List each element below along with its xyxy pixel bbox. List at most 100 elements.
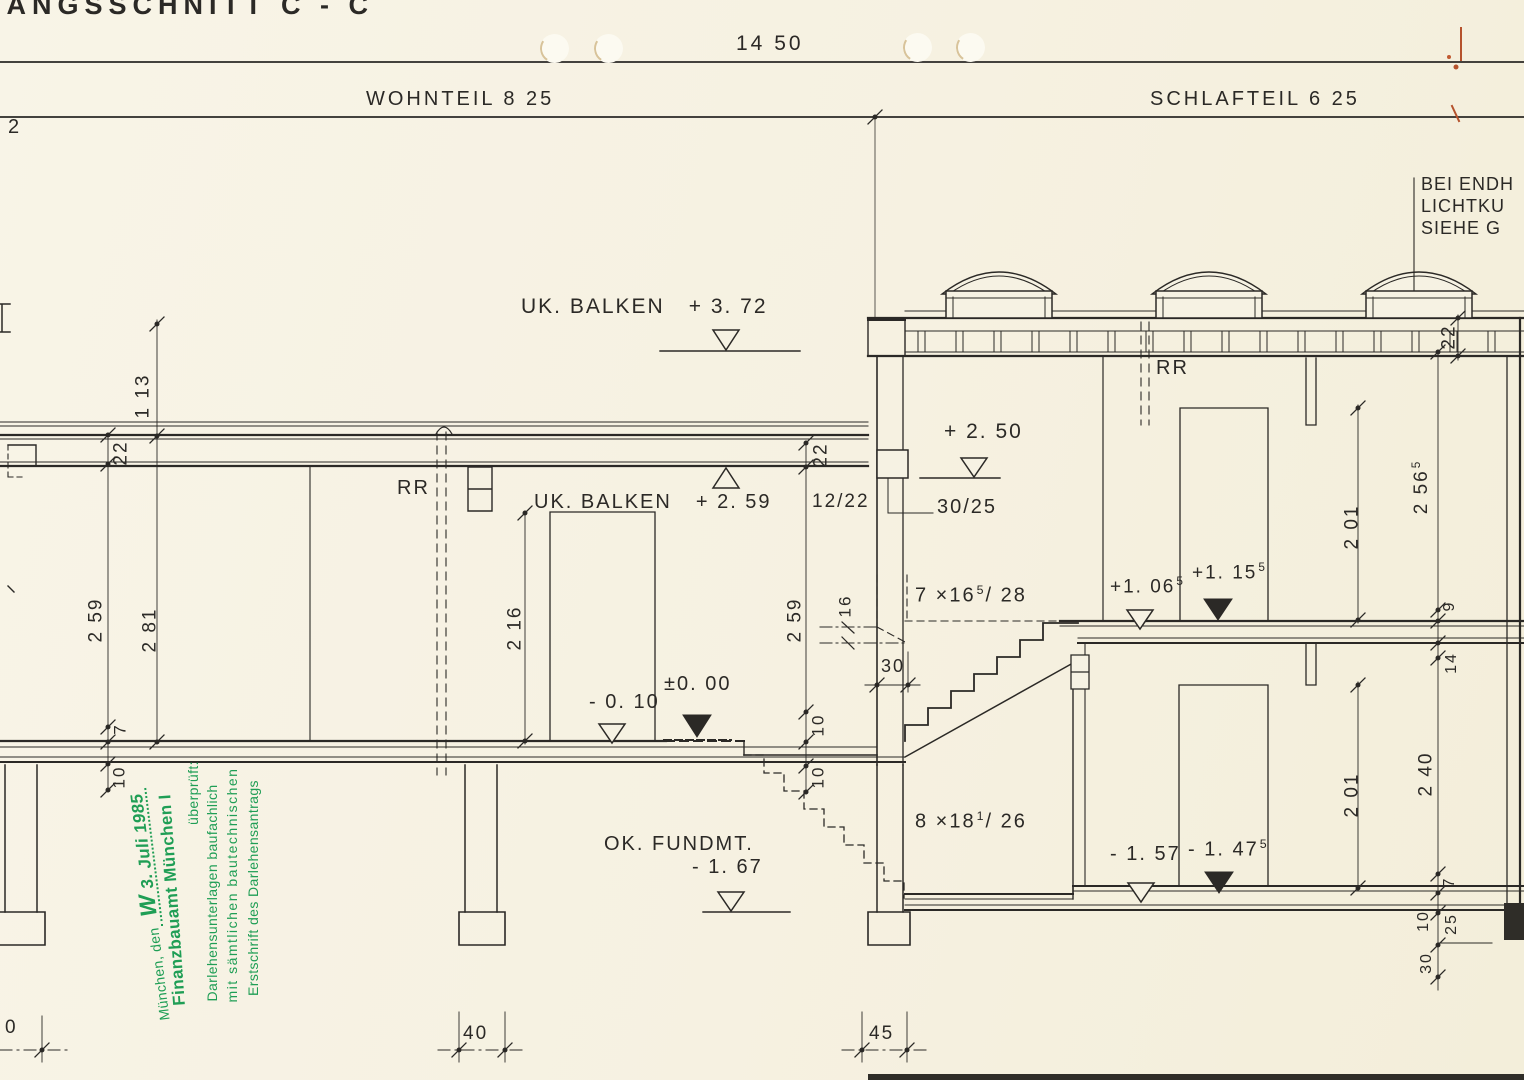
lower-floor-slab xyxy=(904,885,1524,911)
level-minus010: - 0. 10 xyxy=(589,691,660,713)
level-marker-filled-zero xyxy=(682,714,712,738)
level-minus147-sup: 5 xyxy=(1259,837,1269,851)
schlafteil-label: SCHLAFTEIL 6 25 xyxy=(1150,88,1360,110)
dimension-chains xyxy=(0,314,1493,1063)
vdim-16-stair: 16 xyxy=(835,594,855,618)
stair-down-suffix: / 26 xyxy=(985,810,1027,833)
upper-floor-slab xyxy=(1058,619,1524,644)
vdim-281: 2 81 xyxy=(139,607,161,653)
uk-balken-roof-label: UK. BALKEN xyxy=(521,295,665,318)
scan-shadow-bottom xyxy=(868,1074,1524,1080)
right-interior-lower xyxy=(1178,642,1317,887)
vdim-10-mid-upper: 10 xyxy=(808,713,828,737)
rainwater-pipe-left xyxy=(435,426,453,776)
level-marker-open-106 xyxy=(1125,609,1155,631)
uk-balken-ceiling-value: + 2. 59 xyxy=(695,491,772,513)
level-106-sup: 5 xyxy=(1176,575,1185,588)
vdim-113: 1 13 xyxy=(132,373,154,419)
level-250: + 2. 50 xyxy=(944,420,1023,443)
vdim-30-right: 30 xyxy=(1418,952,1435,974)
stair-up-suffix: / 28 xyxy=(985,584,1027,607)
vdim-240: 2 40 xyxy=(1415,751,1437,797)
rainwater-pipe-label-left: RR xyxy=(397,477,430,499)
stair-down-prefix: 8 ×18 xyxy=(915,810,976,833)
level-zero: ±0. 00 xyxy=(664,673,732,695)
stamp-signature-initial: W xyxy=(133,893,163,919)
skylight-domes xyxy=(939,271,1479,319)
stair-down-hidden xyxy=(743,754,905,899)
level-minus147: - 1. 475 xyxy=(1188,837,1269,861)
vdim-9: 9 xyxy=(1441,600,1458,612)
level-marker-open-minus157 xyxy=(1126,882,1156,904)
level-marker-open-fundament xyxy=(716,891,746,913)
vdim-259-left: 2 59 xyxy=(85,597,107,643)
stair-down-sup: 1 xyxy=(976,809,986,823)
wall-beam-label: 30/25 xyxy=(937,496,998,518)
hdim-45: 45 xyxy=(869,1023,895,1044)
level-115-sup: 5 xyxy=(1258,561,1267,574)
skylight-note-line1: BEI ENDH xyxy=(1421,174,1515,194)
vdim-2565-sup: 5 xyxy=(1409,459,1423,469)
skylight-note-line2: LICHTKU xyxy=(1421,196,1506,216)
level-marker-open-minus010 xyxy=(597,723,627,745)
top-dimension-lines xyxy=(0,61,1524,319)
uk-balken-ceiling-annotation: UK. BALKEN + 2. 59 xyxy=(534,492,772,513)
vdim-7-right: 7 xyxy=(1441,876,1458,888)
middle-wall xyxy=(867,317,934,946)
level-minus147-value: - 1. 47 xyxy=(1188,838,1259,861)
right-interior-upper xyxy=(1102,321,1317,622)
level-115: +1. 155 xyxy=(1192,561,1267,584)
vdim-22-mid: 22 xyxy=(810,442,832,468)
vdim-2565-value: 2 56 xyxy=(1411,469,1433,515)
roof-beam-label: 12/22 xyxy=(812,491,870,512)
stair-run-dimension xyxy=(864,651,921,693)
fundament-value: - 1. 67 xyxy=(692,856,763,878)
vdim-201-upper: 2 01 xyxy=(1341,504,1363,550)
skylight-note-line3: SIEHE G xyxy=(1421,218,1502,238)
left-floor-slab xyxy=(0,739,906,763)
vdim-216: 2 16 xyxy=(504,605,526,651)
level-minus157: - 1. 57 xyxy=(1110,843,1181,865)
ceiling-beam-box xyxy=(467,466,493,512)
edge-marks xyxy=(0,303,15,593)
vdim-7-left: 7 xyxy=(110,723,130,735)
uk-balken-ceiling-label: UK. BALKEN xyxy=(534,491,672,513)
overall-width-dim: 14 50 xyxy=(736,32,804,55)
drawing-title: LÄNGSSCHNITT C - C xyxy=(0,0,374,20)
stamp-line-2: mit sämtlichen bautechnischen xyxy=(224,767,240,1003)
level-115-value: +1. 15 xyxy=(1192,562,1258,584)
stair-down-annotation: 8 ×181/ 26 xyxy=(915,809,1027,833)
level-markers xyxy=(597,329,1234,913)
level-106-value: +1. 06 xyxy=(1110,576,1176,598)
stamp-line-1: Erstschrift des Darlehensantrags xyxy=(245,780,261,996)
vdim-22-left: 22 xyxy=(110,440,132,466)
level-marker-open-372 xyxy=(711,329,741,352)
uk-balken-roof-value: + 3. 72 xyxy=(688,295,768,318)
vdim-201-lower: 2 01 xyxy=(1341,772,1363,818)
hdim-0: 0 xyxy=(5,1017,18,1038)
left-roof-slab xyxy=(0,421,870,478)
wohnteil-label: WOHNTEIL 8 25 xyxy=(366,88,555,110)
vdim-2565: 2 565 xyxy=(1409,459,1433,515)
rainwater-pipe-label-right: RR xyxy=(1156,357,1189,379)
uk-balken-roof-annotation: UK. BALKEN + 3. 72 xyxy=(521,295,768,318)
vdim-10-mid-lower: 10 xyxy=(808,765,828,789)
vdim-10-right: 10 xyxy=(1415,910,1432,932)
level-marker-open-250 xyxy=(959,457,989,479)
hdim-40: 40 xyxy=(463,1023,489,1044)
red-pen-marks xyxy=(1447,27,1462,123)
level-marker-filled-115 xyxy=(1203,598,1233,621)
hdim-30-stair: 30 xyxy=(881,656,906,676)
stair-up-sup: 5 xyxy=(976,583,986,597)
vdim-25-right: 25 xyxy=(1443,913,1460,935)
vdim-10-left: 10 xyxy=(109,765,129,789)
vdim-14: 14 xyxy=(1443,652,1460,674)
stamp-line-3: Darlehensunterlagen baufachlich xyxy=(204,784,220,1002)
level-marker-filled-minus147 xyxy=(1204,871,1234,894)
fundament-label: OK. FUNDMT. xyxy=(604,833,754,855)
stair-up xyxy=(903,622,1090,895)
level-106: +1. 065 xyxy=(1110,575,1185,598)
stair-up-prefix: 7 ×16 xyxy=(915,584,976,607)
